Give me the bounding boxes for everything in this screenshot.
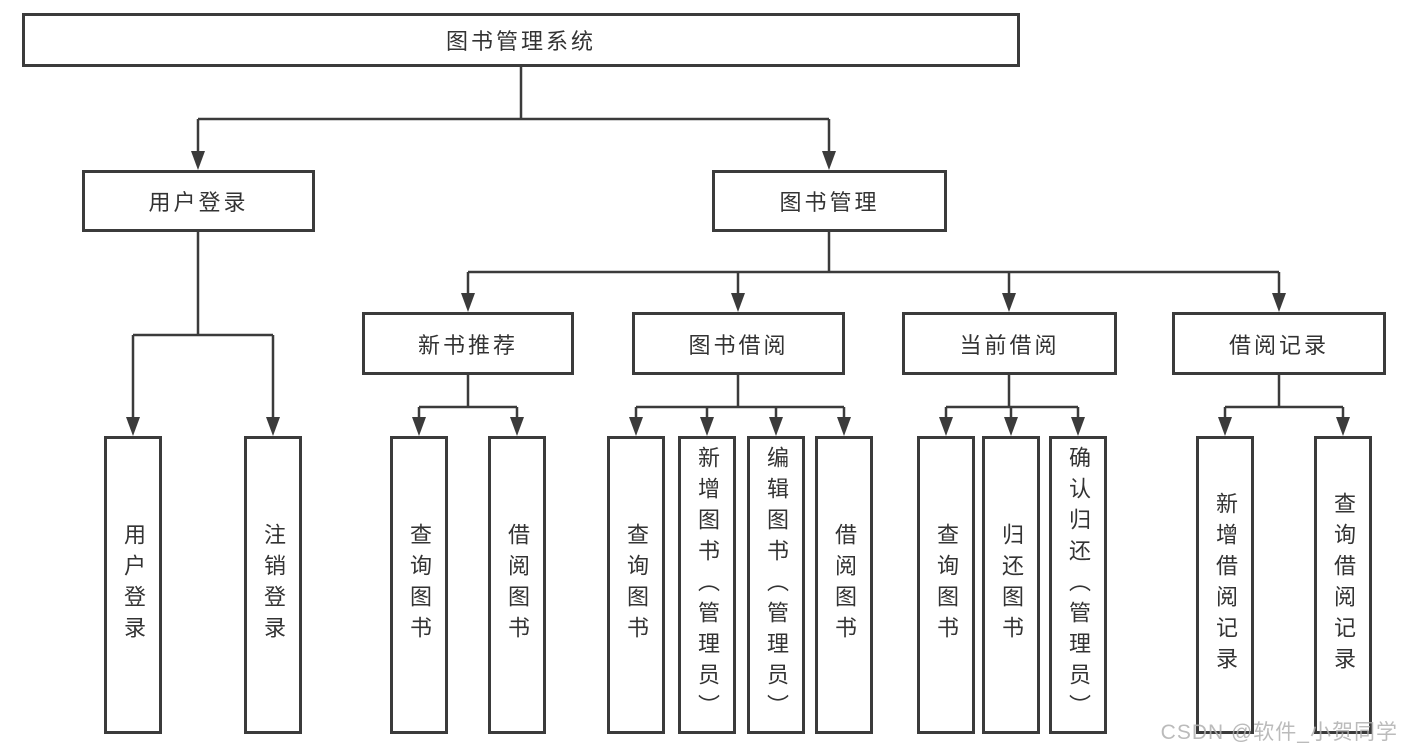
leaf-query-books-current: 查询图书 xyxy=(917,436,975,734)
connector-root xyxy=(191,67,836,170)
connector-borrow-records xyxy=(1218,375,1350,436)
connector-current-borrow xyxy=(939,375,1085,436)
connector-book-borrow xyxy=(629,375,851,436)
leaf-user-login: 用户登录 xyxy=(104,436,162,734)
leaf-query-books-borrow: 查询图书 xyxy=(607,436,665,734)
leaf-query-books-recommend: 查询图书 xyxy=(390,436,448,734)
csdn-watermark: CSDN @软件_小贺同学 xyxy=(1160,721,1398,744)
leaf-query-borrow-record: 查询借阅记录 xyxy=(1314,436,1372,734)
leaf-logout: 注销登录 xyxy=(244,436,302,734)
node-borrow-records: 借阅记录 xyxy=(1172,312,1386,375)
leaf-borrow-books-borrow: 借阅图书 xyxy=(815,436,873,734)
leaf-confirm-return-admin: 确认归还（管理员） xyxy=(1049,436,1107,734)
node-root-system: 图书管理系统 xyxy=(22,13,1020,67)
connector-new-book-recommend xyxy=(412,375,524,436)
node-current-borrow: 当前借阅 xyxy=(902,312,1117,375)
node-book-borrow: 图书借阅 xyxy=(632,312,845,375)
connector-user-login xyxy=(126,232,280,436)
node-user-login: 用户登录 xyxy=(82,170,315,232)
leaf-edit-book-admin: 编辑图书（管理员） xyxy=(747,436,805,734)
leaf-add-book-admin: 新增图书（管理员） xyxy=(678,436,736,734)
node-book-management: 图书管理 xyxy=(712,170,947,232)
leaf-borrow-books-recommend: 借阅图书 xyxy=(488,436,546,734)
node-new-book-recommend: 新书推荐 xyxy=(362,312,574,375)
leaf-add-borrow-record: 新增借阅记录 xyxy=(1196,436,1254,734)
leaf-return-book: 归还图书 xyxy=(982,436,1040,734)
connector-book-management xyxy=(461,232,1286,312)
